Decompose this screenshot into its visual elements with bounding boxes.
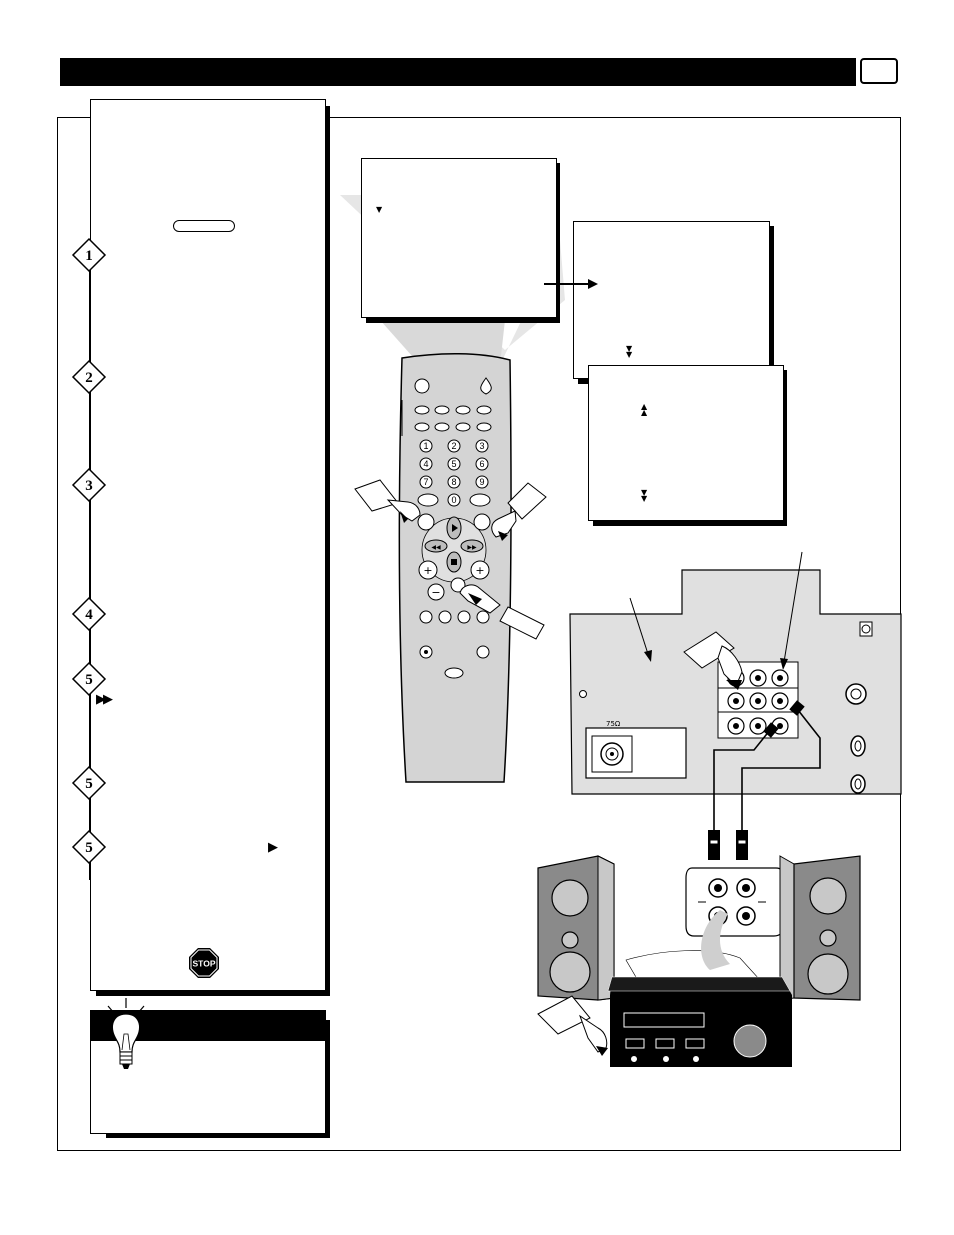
remote-key-6: 6 <box>479 459 484 469</box>
stereo-receiver <box>607 976 792 1067</box>
remote-key-8: 8 <box>451 477 456 487</box>
hand-bottom-icon <box>459 584 545 640</box>
svg-text:+: + <box>475 564 484 577</box>
page-number-box <box>860 58 898 84</box>
svg-text:▶▶: ▶▶ <box>467 544 477 551</box>
decorative-swoosh <box>625 910 761 985</box>
remote-key-5: 5 <box>451 459 456 469</box>
svg-text:◀◀: ◀◀ <box>431 544 441 551</box>
stop-sign-label: STOP <box>193 959 216 969</box>
remote-key-7: 7 <box>423 477 428 487</box>
speaker-right <box>779 855 861 1001</box>
step-4-marker: 4 <box>71 596 107 632</box>
speaker-left <box>537 855 615 1001</box>
menu-button-illustration <box>173 220 235 232</box>
step-2-number: 2 <box>85 370 93 386</box>
screen-3-up-arrow-icon: ▲▲ <box>641 402 648 417</box>
menu-screen-2: ▼▼ <box>573 221 770 379</box>
pointing-hands <box>354 479 547 640</box>
step-5c-number: 5 <box>85 840 93 856</box>
step-5b-number: 5 <box>85 776 93 792</box>
screen-1-cursor-icon: ▼ <box>376 205 383 214</box>
remote-key-2: 2 <box>451 441 456 451</box>
step-5a-marker: 5 <box>71 661 107 697</box>
instructions-panel <box>90 99 326 991</box>
lightbulb-icon <box>100 990 152 1080</box>
remote-key-4: 4 <box>423 459 428 469</box>
header-bar <box>60 58 856 86</box>
step-3-number: 3 <box>85 478 93 494</box>
audio-cables <box>708 700 821 860</box>
svg-text:+: + <box>423 564 432 577</box>
step-5c-marker: 5 <box>71 829 107 865</box>
hand-jack-icon <box>683 631 743 690</box>
hand-right-icon <box>491 482 547 541</box>
hand-left-icon <box>354 479 421 523</box>
step-connector-line <box>89 270 90 880</box>
step-3-marker: 3 <box>71 467 107 503</box>
step-1-marker: 1 <box>71 237 107 273</box>
step-1-number: 1 <box>85 248 93 264</box>
remote-key-3: 3 <box>479 441 484 451</box>
panel-pointer-arrows <box>629 551 803 670</box>
play-symbol: ▶ <box>268 840 278 855</box>
step-5b-marker: 5 <box>71 765 107 801</box>
stereo-input-jacks <box>685 867 785 937</box>
remote-control: 1 2 3 4 5 6 7 8 9 0 ◀◀ ▶▶ + + − <box>398 352 512 783</box>
step-2-marker: 2 <box>71 359 107 395</box>
svg-text:−: − <box>431 586 440 599</box>
screen-2-down-arrow-icon: ▼▼ <box>626 344 633 359</box>
antenna-input-label: 75Ω <box>606 720 621 728</box>
remote-key-9: 9 <box>479 477 484 487</box>
screen-3-down-arrow-icon: ▼▼ <box>641 488 648 503</box>
menu-screen-3: ▲▲ ▼▼ <box>588 365 784 521</box>
remote-key-1: 1 <box>423 441 428 451</box>
menu-screen-1: ▼ <box>361 158 557 318</box>
hand-receiver-icon <box>537 995 608 1056</box>
step-4-number: 4 <box>85 607 93 623</box>
fast-forward-symbol: ▶▶ <box>96 692 113 707</box>
step-5a-number: 5 <box>85 672 93 688</box>
remote-key-0: 0 <box>451 495 456 505</box>
arrow-to-screen-2 <box>544 279 598 289</box>
stop-sign-icon: STOP <box>188 947 220 979</box>
